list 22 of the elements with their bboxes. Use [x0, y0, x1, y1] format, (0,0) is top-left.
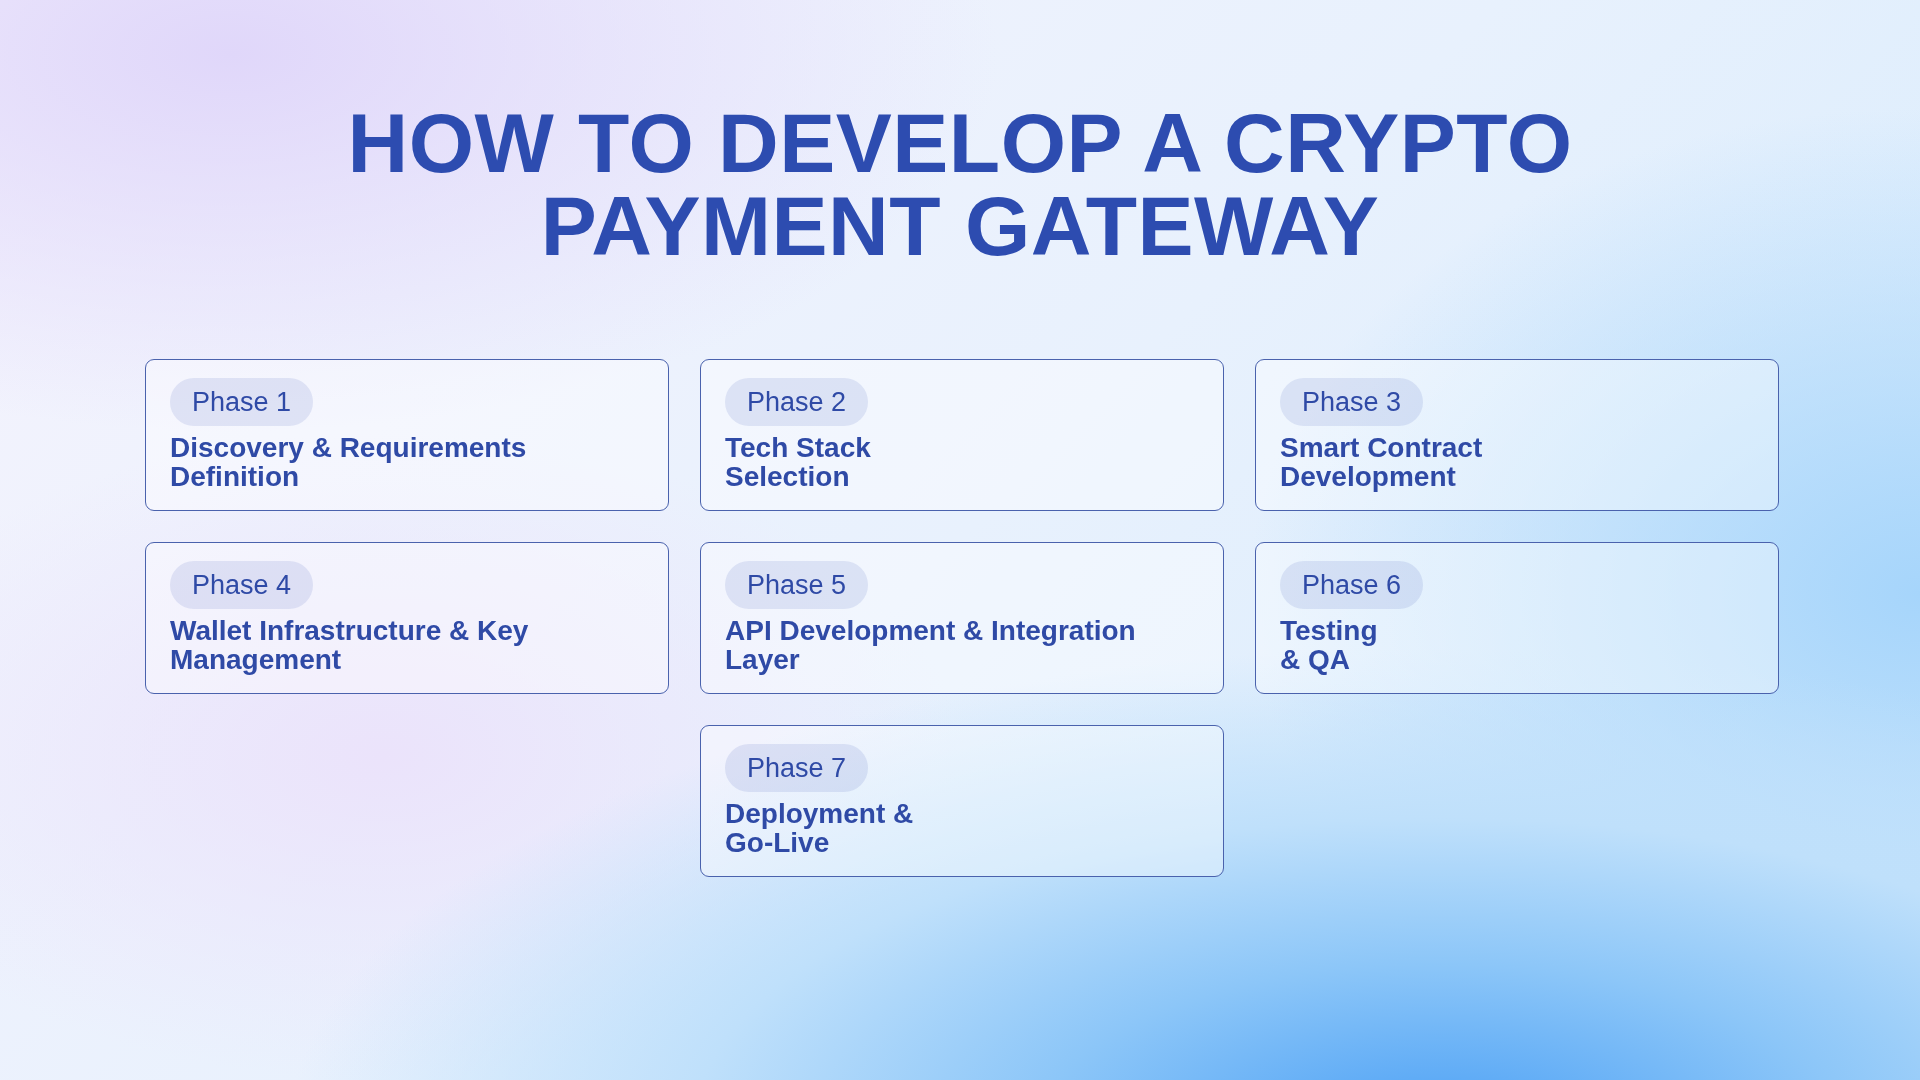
phase-card	[700, 542, 1224, 694]
phase-label: Phase 3	[1280, 378, 1424, 426]
phase-card	[1255, 542, 1779, 694]
phase-title: API Development & Integration Layer	[725, 616, 1137, 674]
phase-title: Discovery & Requirements Definition	[170, 433, 528, 491]
phase-title: Smart Contract Development	[1280, 433, 1484, 491]
phase-label: Phase 1	[170, 378, 314, 426]
phase-card	[145, 359, 669, 511]
title: HOW TO DEVELOP A CRYPTO PAYMENT GATEWAY	[346, 102, 1574, 268]
phase-card	[1255, 359, 1779, 511]
phase-card	[700, 725, 1224, 877]
phase-card	[145, 542, 669, 694]
phase-label: Phase 6	[1280, 561, 1424, 609]
phase-title: Wallet Infrastructure & Key Management	[170, 616, 530, 674]
phase-label: Phase 7	[725, 744, 869, 792]
phase-label: Phase 5	[725, 561, 869, 609]
phase-label: Phase 4	[170, 561, 314, 609]
phase-title: Testing & QA	[1280, 616, 1379, 674]
phase-card	[700, 359, 1224, 511]
phase-label: Phase 2	[725, 378, 869, 426]
phase-title: Deployment & Go-Live	[725, 799, 915, 857]
phase-title: Tech Stack Selection	[725, 433, 872, 491]
